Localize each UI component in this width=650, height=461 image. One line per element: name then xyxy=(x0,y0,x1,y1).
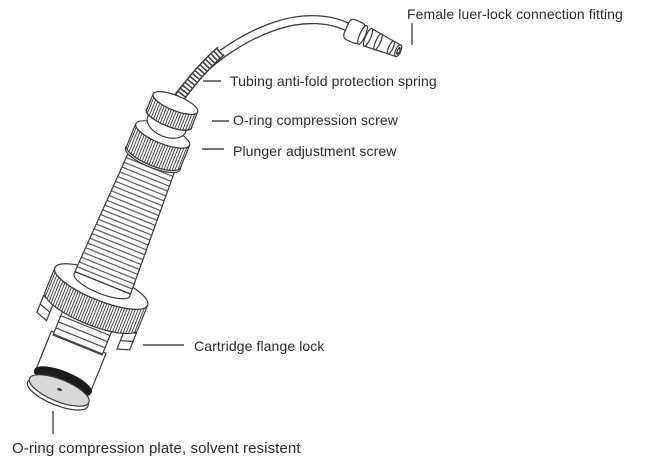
oring-compression-plate xyxy=(26,366,92,411)
label-luer-lock-fitting: Female luer-lock connection fitting xyxy=(407,6,623,22)
label-anti-fold-spring: Tubing anti-fold protection spring xyxy=(230,73,437,89)
luer-lock-fitting xyxy=(343,18,403,58)
tubing-curve xyxy=(174,15,355,102)
label-cartridge-flange-lock: Cartridge flange lock xyxy=(194,338,325,354)
label-plunger-adjustment-screw: Plunger adjustment screw xyxy=(233,143,397,159)
plate-center-dot xyxy=(57,387,62,392)
anti-fold-spring xyxy=(174,46,225,102)
threaded-barrel xyxy=(74,152,176,295)
label-oring-compression-plate: O-ring compression plate, solvent resist… xyxy=(12,440,301,457)
oring-compression-screw-ring xyxy=(145,91,199,131)
label-oring-compression-screw: O-ring compression screw xyxy=(233,112,398,128)
cartridge-body xyxy=(26,91,199,411)
leader-lines xyxy=(52,23,413,434)
